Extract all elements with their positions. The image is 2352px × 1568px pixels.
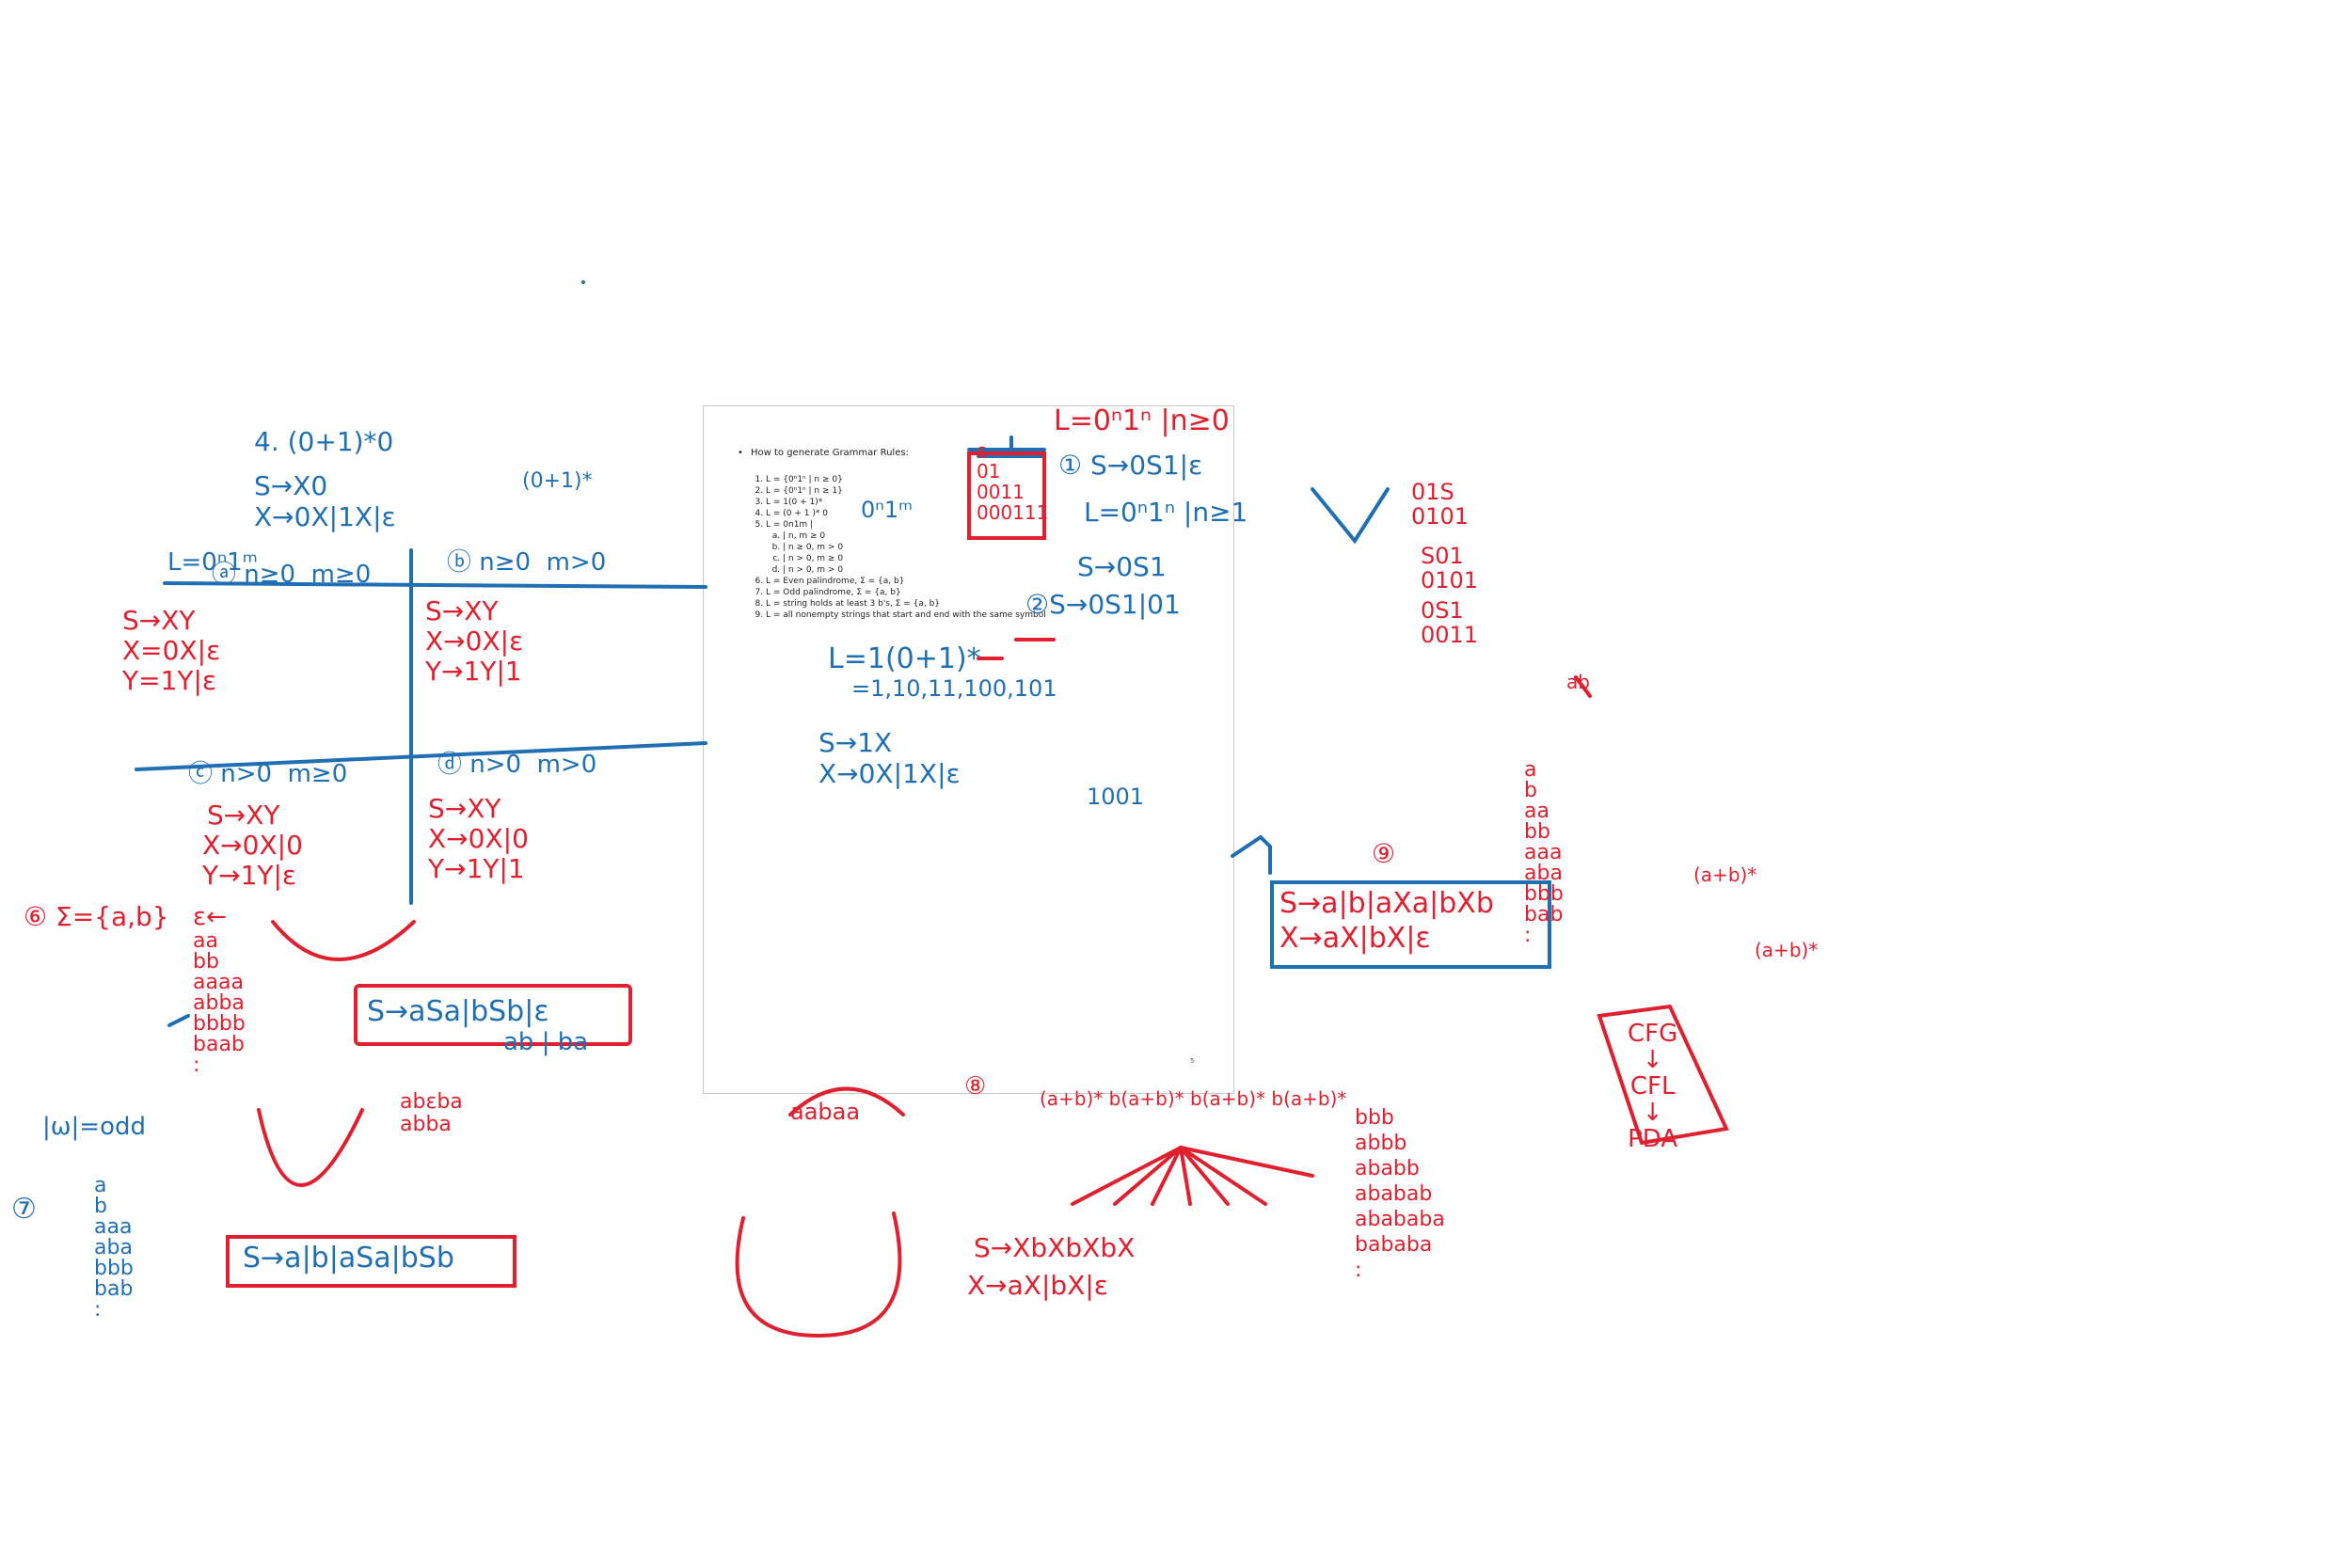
list-item-label: L = 0n1m | bbox=[766, 520, 814, 530]
bullet-icon: • bbox=[738, 448, 743, 458]
document-title: How to generate Grammar Rules: bbox=[751, 448, 909, 458]
problem-6-ab-ba: ab | ba bbox=[503, 1028, 589, 1056]
list-item: L = 0n1m | | n, m ≥ 0 | n ≥ 0, m > 0 | n… bbox=[766, 519, 1046, 576]
problem-1-language: L=0ⁿ1ⁿ |n≥0 bbox=[1054, 404, 1230, 437]
problem-7-rule: S→a|b|aSa|bSb bbox=[243, 1242, 454, 1275]
grammar-list: L = {0ⁿ1ⁿ | n ≥ 0} L = {0ⁿ1ⁿ | n ≥ 1} L … bbox=[743, 474, 1046, 621]
case-a-rule1: S→XY bbox=[122, 605, 196, 636]
note-0n1m: 0ⁿ1ᵐ bbox=[861, 497, 914, 523]
problem-9-strings: a b aa bb aaa aba bbb bab : bbox=[1524, 758, 1564, 947]
derivation-3: 0S1 0011 bbox=[1421, 597, 1479, 648]
list-item: L = Even palindrome, Σ = {a, b} bbox=[766, 576, 1046, 587]
problem-9-tree-a: (a+b)* bbox=[1693, 863, 1757, 886]
sub-item: | n ≥ 0, m > 0 bbox=[783, 542, 1046, 553]
case-d-rule3: Y→1Y|1 bbox=[428, 853, 525, 884]
note-4-rule2: X→0X|1X|ε bbox=[254, 501, 396, 532]
case-b-header: ⓑ n≥0 m>0 bbox=[447, 548, 607, 577]
crossed-note: ab bbox=[1566, 671, 1590, 693]
problem-1-strings: ε 01 0011 000111 bbox=[977, 439, 1049, 524]
problem-2-rule-b: ②S→0S1|01 bbox=[1025, 589, 1181, 620]
sub-item: | n > 0, m ≥ 0 bbox=[783, 553, 1046, 564]
problem-2-language: L=0ⁿ1ⁿ |n≥1 bbox=[1084, 497, 1248, 528]
note-4-rule1: S→X0 bbox=[254, 470, 328, 501]
case-b-rule3: Y→1Y|1 bbox=[425, 656, 522, 687]
case-b-rule1: S→XY bbox=[425, 595, 499, 626]
case-b-rule2: X→0X|ε bbox=[425, 626, 524, 657]
sub-item: | n, m ≥ 0 bbox=[783, 531, 1046, 542]
case-c-rule2: X→0X|0 bbox=[202, 830, 303, 861]
note-4-title: 4. (0+1)*0 bbox=[254, 426, 394, 457]
case-d-header: ⓓ n>0 m>0 bbox=[437, 751, 597, 779]
problem-7-label: ⑦ bbox=[11, 1193, 37, 1226]
problem-8-string: aabaa bbox=[790, 1099, 861, 1125]
problem-9-rule1: S→a|b|aXa|bXb bbox=[1279, 887, 1494, 920]
problem-3-strings: =1,10,11,100,101 bbox=[851, 675, 1057, 702]
problem-1-rule: ① S→0S1|ε bbox=[1058, 450, 1203, 481]
problem-8-regex: (a+b)* b(a+b)* b(a+b)* b(a+b)* bbox=[1040, 1087, 1347, 1110]
problem-8-rule1: S→XbXbXbX bbox=[974, 1232, 1136, 1263]
list-item: L = Odd palindrome, Σ = {a, b} bbox=[766, 587, 1046, 598]
problem-9-tree-b: (a+b)* bbox=[1755, 939, 1819, 961]
problem-3-language: L=1(0+1)* bbox=[828, 642, 981, 675]
problem-8-rule2: X→aX|bX|ε bbox=[967, 1270, 1108, 1301]
note-4-tree: (0+1)* bbox=[522, 469, 593, 493]
problem-9-rule2: X→aX|bX|ε bbox=[1279, 922, 1431, 955]
problem-7-example: abεba abba bbox=[400, 1090, 463, 1136]
derivation-2: S01 0101 bbox=[1421, 543, 1479, 594]
case-c-rule3: Y→1Y|ε bbox=[202, 860, 297, 891]
problem-2-rule-a: S→0S1 bbox=[1077, 551, 1167, 582]
case-a-rule3: Y=1Y|ε bbox=[122, 665, 217, 696]
problem-7-strings: a b aaa aba bbb bab : bbox=[94, 1174, 134, 1322]
case-c-header: ⓒ n>0 m≥0 bbox=[188, 760, 348, 788]
problem-8-strings: bbb abbb ababb ababab abababa bababa : bbox=[1355, 1106, 1445, 1282]
problem-3-rule2: X→0X|1X|ε bbox=[818, 758, 961, 789]
problem-3-example: 1001 bbox=[1087, 784, 1145, 810]
problem-9-label: ⑨ bbox=[1372, 838, 1396, 869]
list-item: L = all nonempty strings that start and … bbox=[766, 610, 1046, 621]
problem-3-rule1: S→1X bbox=[818, 727, 893, 758]
page-number: 5 bbox=[1190, 1057, 1195, 1065]
problem-6-epsilon: ε← bbox=[193, 903, 227, 931]
problem-6-rule: S→aSa|bSb|ε bbox=[367, 995, 549, 1028]
sub-list: | n, m ≥ 0 | n ≥ 0, m > 0 | n > 0, m ≥ 0… bbox=[766, 531, 1046, 576]
list-item: L = {0ⁿ1ⁿ | n ≥ 0} bbox=[766, 474, 1046, 485]
sub-item: | n > 0, m > 0 bbox=[783, 564, 1046, 576]
list-item: L = {0ⁿ1ⁿ | n ≥ 1} bbox=[766, 485, 1046, 497]
language-label: L=0ⁿ1ᵐ bbox=[167, 548, 258, 577]
case-c-rule1: S→XY bbox=[207, 800, 280, 831]
problem-7-odd: |ω|=odd bbox=[42, 1113, 146, 1141]
cfg-cfl-pda: CFG ↓ CFL ↓ PDA bbox=[1628, 1020, 1678, 1153]
list-item: L = string holds at least 3 b's, Σ = {a,… bbox=[766, 598, 1046, 610]
list-item: L = (0 + 1 )* 0 bbox=[766, 508, 1046, 519]
case-d-rule2: X→0X|0 bbox=[428, 823, 529, 854]
case-a-rule2: X=0X|ε bbox=[122, 635, 221, 666]
problem-6-sigma: ⑥ Σ={a,b} bbox=[24, 901, 169, 932]
list-item: L = 1(0 + 1)* bbox=[766, 497, 1046, 508]
case-a-header: ⓐ n≥0 m≥0 bbox=[212, 561, 372, 589]
case-d-rule1: S→XY bbox=[428, 793, 501, 824]
derivation-1: 01S 0101 bbox=[1411, 479, 1470, 530]
problem-8-label: ⑧ bbox=[964, 1072, 987, 1101]
problem-6-strings: aa bb aaaa abba bbbb baab : bbox=[193, 929, 246, 1077]
